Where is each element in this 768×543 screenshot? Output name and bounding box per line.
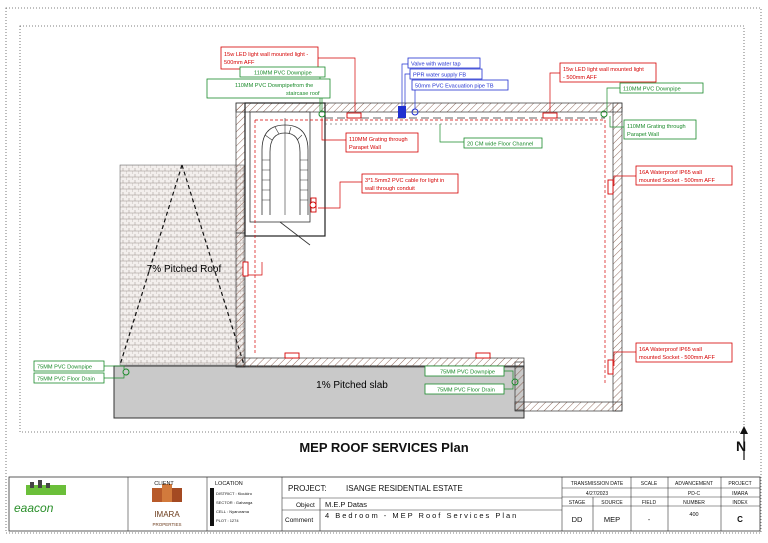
svg-text:mounted Socket - 500mm AFF: mounted Socket - 500mm AFF — [639, 178, 715, 184]
callout-dp75-left: 75MM PVC Downpipe — [33, 360, 105, 372]
pitched-slab-label: 1% Pitched slab — [316, 380, 388, 391]
red-leader-lines — [248, 57, 636, 366]
callout-grating-right: 110MM Grating through Parapet Wall — [623, 119, 697, 140]
north-arrow-icon — [740, 426, 748, 460]
callout-dp75-right: 75MM PVC Downpipe — [424, 365, 505, 377]
callout-socket-lower: 16A Waterproof IP65 wall mounted Socket … — [635, 342, 733, 363]
callout-socket-upper: 16A Waterproof IP65 wall mounted Socket … — [635, 165, 733, 186]
object-label: Object — [296, 502, 315, 509]
svg-text:15w LED light wall mounted lig: 15w LED light wall mounted light - — [224, 52, 308, 58]
location-row: DISTRICT : Kicukiro — [216, 491, 253, 496]
svg-text:110MM Grating through: 110MM Grating through — [349, 137, 408, 143]
value-number: 400 — [689, 512, 698, 518]
project-name: ISANGE RESIDENTIAL ESTATE — [346, 484, 463, 493]
header-project: PROJECT — [728, 481, 751, 487]
svg-text:PPR water supply FB: PPR water supply FB — [413, 73, 466, 79]
consultant-logo: eaacon — [14, 480, 66, 515]
callout-cable: 3*1.5mm2 PVC cable for light in wall thr… — [361, 173, 459, 194]
header-number: NUMBER — [683, 500, 705, 506]
electrical-conduit — [254, 119, 606, 385]
callout-valve: Valve with water tap — [407, 57, 481, 69]
callout-led-left: 15w LED light wall mounted light - 500mm… — [220, 46, 319, 70]
pitched-roof-label: 7% Pitched Roof — [147, 264, 222, 275]
svg-text:mounted Socket - 500mm AFF: mounted Socket - 500mm AFF — [639, 355, 715, 361]
svg-text:Parapet Wall: Parapet Wall — [627, 132, 659, 138]
location-label: LOCATION — [215, 481, 243, 487]
svg-text:- 500mm AFF: - 500mm AFF — [563, 75, 597, 81]
svg-text:Valve with water tap: Valve with water tap — [411, 62, 461, 68]
callout-downpipe-right: 110MM PVC Downpipe — [619, 82, 704, 94]
svg-text:75MM PVC Downpipe: 75MM PVC Downpipe — [440, 370, 495, 376]
callout-grating-left: 110MM Grating through Parapet Wall — [345, 132, 419, 153]
svg-text:IMARA: IMARA — [154, 510, 180, 519]
value-source: MEP — [604, 515, 620, 524]
header-stage: STAGE — [569, 500, 586, 506]
north-label: N — [736, 438, 747, 454]
comment-value: 4 Bedroom - MEP Roof Services Plan — [325, 511, 518, 520]
parapet-walls — [235, 102, 623, 412]
drawing-frame — [19, 25, 745, 433]
svg-text:110MM PVC Downpipe: 110MM PVC Downpipe — [623, 87, 681, 93]
svg-text:20 CM wide Floor Channel: 20 CM wide Floor Channel — [467, 142, 533, 148]
svg-text:110MM PVC Downpipefrom the: 110MM PVC Downpipefrom the — [235, 83, 313, 89]
callout-channel: 20 CM wide Floor Channel — [463, 137, 543, 149]
svg-text:3*1.5mm2 PVC cable for light i: 3*1.5mm2 PVC cable for light in — [365, 178, 444, 184]
callout-drain75-right: 75MM PVC Floor Drain — [424, 383, 505, 395]
svg-text:staircase roof: staircase roof — [286, 91, 320, 97]
callout-drain75-left: 75MM PVC Floor Drain — [33, 372, 105, 384]
svg-text:Parapet Wall: Parapet Wall — [349, 145, 381, 151]
svg-text:75MM PVC Floor Drain: 75MM PVC Floor Drain — [37, 377, 95, 383]
svg-text:eaacon: eaacon — [14, 501, 54, 515]
plan-title: MEP ROOF SERVICES Plan — [299, 440, 469, 455]
svg-text:500mm AFF: 500mm AFF — [224, 60, 255, 66]
sheet-border — [5, 7, 762, 534]
svg-text:PROPERTIES: PROPERTIES — [153, 522, 182, 527]
title-block — [8, 476, 761, 532]
value-project: IMARA — [732, 491, 749, 497]
value-field: - — [648, 517, 651, 524]
svg-text:75MM PVC Downpipe: 75MM PVC Downpipe — [37, 365, 92, 371]
svg-text:wall through conduit: wall through conduit — [364, 186, 415, 192]
svg-text:16A Waterproof IP65 wall: 16A Waterproof IP65 wall — [639, 170, 702, 176]
svg-text:75MM PVC Floor Drain: 75MM PVC Floor Drain — [437, 388, 495, 394]
client-label: CLIENT — [154, 481, 174, 487]
svg-text:110MM Grating through: 110MM Grating through — [627, 124, 686, 130]
value-index: C — [737, 515, 743, 524]
header-transmission-date: TRANSMISSION DATE — [571, 481, 624, 487]
value-advancement: PD-C — [688, 491, 701, 497]
callout-downpipe-stair: 110MM PVC Downpipefrom the staircase roo… — [206, 78, 331, 99]
location-row: PLOT : 1274 — [216, 518, 239, 523]
header-scale: SCALE — [641, 481, 658, 487]
callout-ppr: PPR water supply FB — [409, 68, 483, 80]
header-advancement: ADVANCEMENT — [675, 481, 713, 487]
value-date: 4/27/2023 — [586, 491, 608, 497]
pitched-roof-area — [119, 164, 245, 366]
svg-text:110MM PVC Downpipe: 110MM PVC Downpipe — [254, 71, 312, 77]
header-index: INDEX — [732, 500, 748, 506]
location-row: CELL : Nyarurama — [216, 509, 250, 514]
callout-downpipe-top: 110MM PVC Downpipe — [239, 66, 326, 78]
electrical-fixtures — [242, 112, 614, 375]
project-label: PROJECT: — [288, 484, 327, 493]
client-logo: IMARA PROPERTIES — [152, 484, 182, 527]
svg-text:50mm PVC Evacuation pipe TB: 50mm PVC Evacuation pipe TB — [415, 84, 494, 90]
value-stage: DD — [572, 515, 583, 524]
location-row: SECTOR : Gahanga — [216, 500, 253, 505]
header-field: FIELD — [642, 500, 657, 506]
callout-led-right: 15w LED light wall mounted light - 500mm… — [559, 62, 657, 83]
callout-evac: 50mm PVC Evacuation pipe TB — [411, 79, 509, 91]
header-source: SOURCE — [601, 500, 623, 506]
svg-text:16A Waterproof IP65 wall: 16A Waterproof IP65 wall — [639, 347, 702, 353]
staircase — [249, 111, 311, 246]
object-value: M.E.P Datas — [325, 500, 367, 509]
comment-label: Comment — [285, 517, 313, 524]
svg-text:15w LED light wall mounted lig: 15w LED light wall mounted light — [563, 67, 644, 73]
